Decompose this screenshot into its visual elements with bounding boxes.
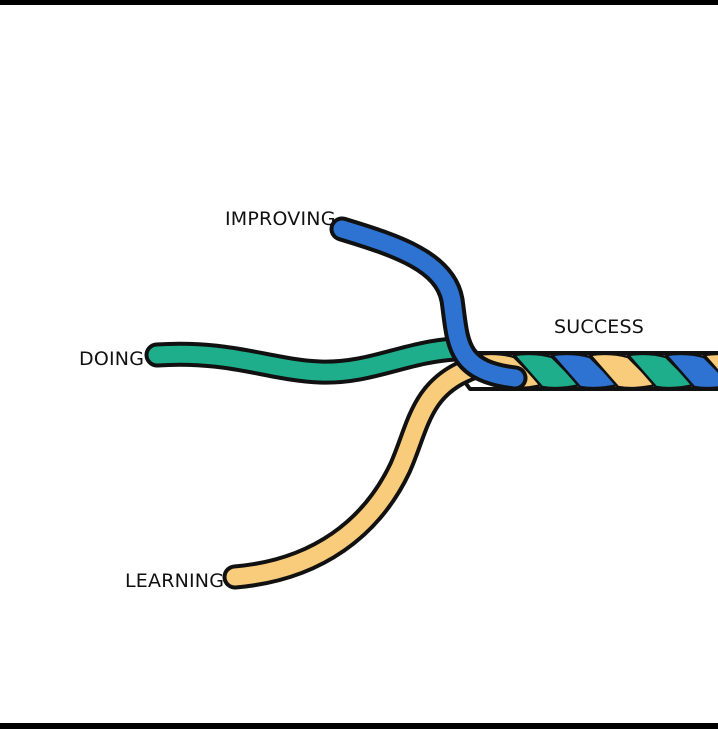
doing-strand-fill — [148, 340, 464, 381]
improving-strand-fill — [333, 220, 524, 387]
label-learning: LEARNING — [125, 570, 224, 592]
rope-twist-improving — [664, 353, 718, 389]
label-success: SUCCESS — [554, 316, 644, 338]
rope-twists — [474, 353, 718, 389]
learning-strand-fill — [226, 360, 479, 586]
top-border — [0, 0, 718, 5]
bottom-border — [0, 723, 718, 729]
learning-strand — [222, 356, 483, 590]
label-improving: IMPROVING — [225, 208, 336, 230]
label-doing: DOING — [79, 348, 144, 370]
doing-strand — [144, 336, 468, 385]
improving-strand — [329, 216, 528, 391]
rope-twist-learning — [702, 353, 718, 389]
